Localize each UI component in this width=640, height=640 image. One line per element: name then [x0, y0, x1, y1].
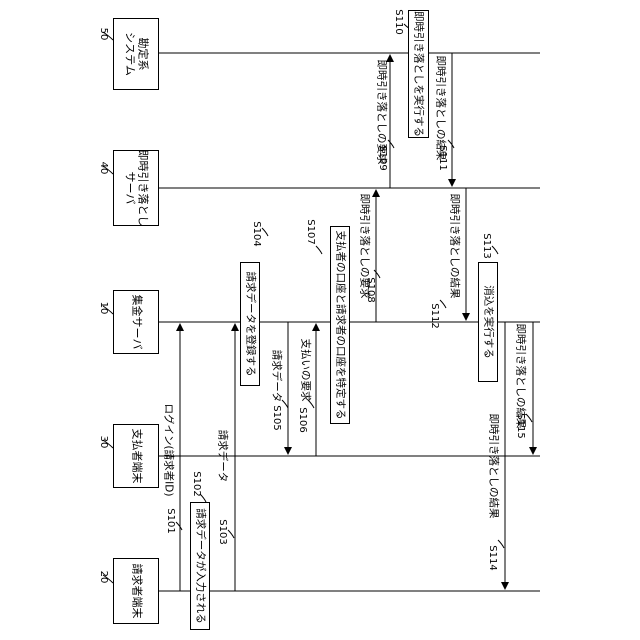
step-leader-s112	[440, 300, 446, 308]
process-label-s113: 消込を実行する	[483, 285, 494, 359]
step-s112: S112	[429, 303, 439, 328]
step-leader-s101	[176, 522, 182, 530]
ref-40: 40	[98, 162, 108, 175]
entity-label-40: 即時引き落とし サーバ	[123, 150, 148, 227]
step-s105: S105	[271, 405, 281, 430]
step-s109: S109	[377, 145, 387, 170]
process-label-s107: 支払者の口座と請求者の口座を特定する	[335, 231, 346, 420]
entity-label-40-line1: 即時引き落とし	[137, 150, 150, 227]
step-s102: S102	[191, 471, 201, 496]
ref-20: 20	[98, 571, 108, 584]
step-s103: S103	[217, 519, 227, 544]
ref-50: 50	[98, 28, 108, 41]
step-leader-s107	[316, 246, 322, 254]
step-leader-s113	[492, 246, 498, 254]
step-s106: S106	[297, 407, 307, 432]
entity-label-50-line2: システム	[124, 32, 137, 76]
step-s113: S113	[481, 233, 491, 258]
entity-label-40-line2: サーバ	[124, 172, 137, 205]
step-s114: S114	[487, 545, 497, 570]
entity-label-10: 集金サーバ	[130, 295, 143, 350]
ref-10: 10	[98, 302, 108, 315]
step-leader-s105	[282, 400, 288, 408]
step-leader-s114	[498, 540, 504, 548]
step-s101: S101	[165, 508, 175, 533]
step-leader-s104	[262, 228, 268, 236]
entity-label-50-line1: 勘定系	[137, 37, 150, 70]
process-label-s110: 即時引き落としを実行する	[413, 11, 424, 137]
step-s108: S108	[365, 277, 375, 302]
step-leader-s109	[388, 140, 394, 148]
step-leader-s103	[228, 530, 234, 538]
step-s107: S107	[305, 219, 315, 244]
entity-label-20: 請求者端末	[130, 564, 143, 619]
message-label-s101: ログイン(請求者ID)	[163, 404, 174, 497]
message-label-s106: 支払いの要求	[300, 339, 311, 402]
step-s111: S111	[437, 145, 447, 170]
step-s104: S104	[251, 221, 261, 246]
message-label-s112: 即時引き落としの結果	[449, 194, 460, 299]
step-leader-s111	[448, 140, 454, 148]
entity-label-30: 支払者端末	[130, 429, 143, 484]
step-s110: S110	[393, 9, 403, 34]
step-s115: S115	[515, 413, 525, 438]
message-label-s114: 即時引き落としの結果	[488, 414, 499, 519]
process-label-s102: 請求データが入力される	[195, 508, 206, 624]
message-label-s105: 請求データ	[271, 350, 282, 403]
ref-30: 30	[98, 436, 108, 449]
process-label-s104: 請求データを登録する	[245, 272, 256, 377]
message-label-s103: 請求データ	[217, 430, 228, 483]
step-leader-s115	[526, 414, 532, 422]
entity-label-50: 勘定系 システム	[123, 32, 148, 76]
